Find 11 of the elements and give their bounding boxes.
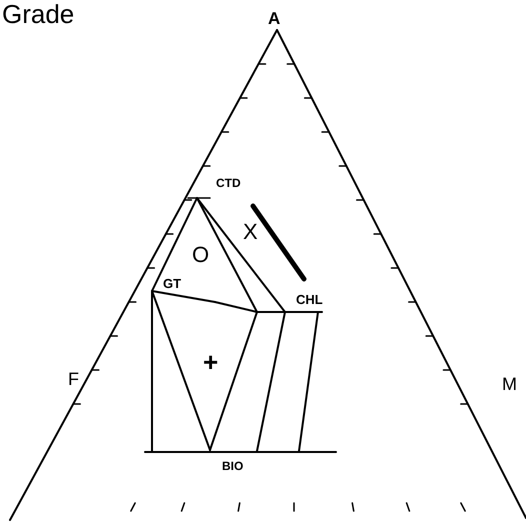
symbol-label: O: [192, 244, 210, 266]
vertex-label: M: [502, 375, 517, 393]
symbol-label: X: [243, 221, 258, 243]
mineral-label: CHL: [296, 293, 323, 306]
vertex-label: F: [68, 370, 79, 388]
vertex-label: A: [268, 10, 280, 27]
title: Grade: [2, 1, 74, 27]
mineral-label: BIO: [222, 460, 244, 472]
mineral-label: CTD: [216, 177, 241, 189]
symbol-label: +: [203, 349, 218, 375]
mineral-label: GT: [163, 277, 182, 290]
